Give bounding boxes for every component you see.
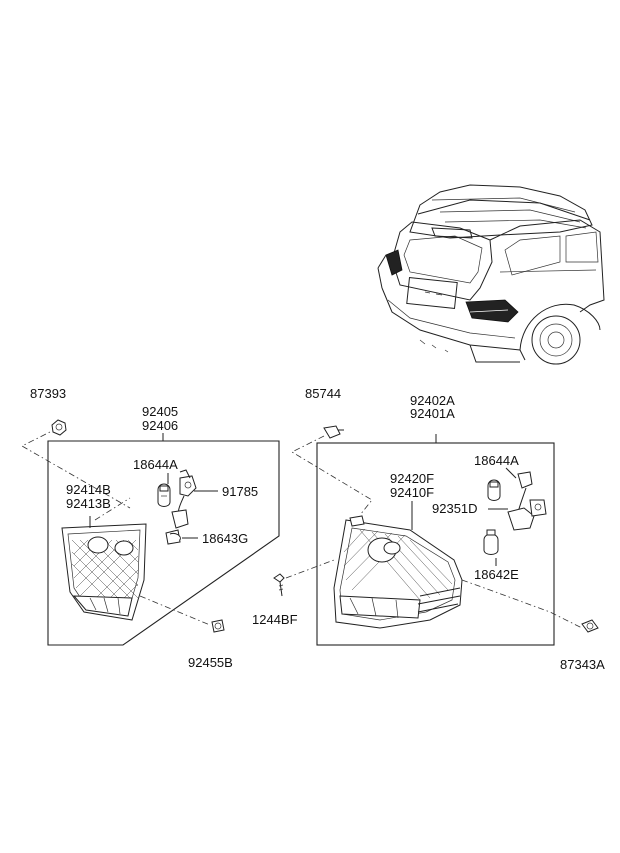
screw-1244BF-icon [273, 573, 285, 597]
label-92420F: 92420F [390, 471, 434, 486]
label-87343A: 87343A [560, 657, 605, 672]
clip-85744-icon [323, 425, 344, 439]
label-92405: 92405 [142, 404, 178, 419]
left-leader-lines [89, 473, 218, 539]
label-85744: 85744 [305, 386, 341, 401]
guide-line-87343A [461, 579, 583, 629]
label-92414B: 92414B [66, 482, 111, 497]
label-18642E: 18642E [474, 567, 519, 582]
label-92413B: 92413B [66, 496, 111, 511]
left-lamp-lens-icon [61, 523, 147, 621]
socket-92351D-icon [507, 471, 547, 531]
label-92455B: 92455B [188, 655, 233, 670]
label-91785: 91785 [222, 484, 258, 499]
label-92410F: 92410F [390, 485, 434, 500]
bulb-18643G-icon [165, 529, 181, 545]
bulb-18644A-right-icon [487, 479, 501, 501]
label-92402A: 92402A [410, 393, 455, 408]
label-18644A-left: 18644A [133, 457, 178, 472]
label-92406: 92406 [142, 418, 178, 433]
right-assembly-box [316, 434, 555, 646]
label-92401A: 92401A [410, 406, 455, 421]
vehicle-rear-illustration [377, 184, 605, 365]
guide-line-1244BF [285, 559, 335, 579]
bulb-18642E-icon [483, 529, 499, 555]
guide-line-85744 [291, 435, 373, 516]
left-assembly-box [47, 433, 280, 646]
right-lamp-lens-icon [333, 515, 463, 629]
right-leader-lines [411, 467, 517, 566]
label-92351D: 92351D [432, 501, 478, 516]
label-1244BF: 1244BF [252, 612, 298, 627]
label-18644A-right: 18644A [474, 453, 519, 468]
label-18643G: 18643G [202, 531, 248, 546]
socket-91785-icon [171, 469, 197, 529]
guide-line-87393 [21, 427, 131, 521]
screw-92455B-icon [211, 619, 225, 633]
guide-line-92455B [139, 595, 211, 626]
nut-87393-icon [51, 419, 67, 436]
screw-87343A-icon [581, 619, 599, 633]
bulb-18644A-left-icon [157, 483, 171, 507]
label-87393: 87393 [30, 386, 66, 401]
